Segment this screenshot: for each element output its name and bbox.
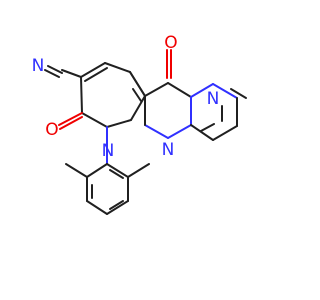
molecule-structure: N O O N N N [32, 33, 247, 215]
middle-ring-nitrogen-label: N [162, 140, 175, 160]
bridging-nitrogen-label: N [102, 141, 115, 161]
left-carbonyl-oxygen-label: O [45, 120, 58, 140]
top-carbonyl-oxygen-label: O [164, 33, 177, 53]
nitrile-nitrogen-label: N [32, 56, 45, 76]
right-ring-nitrogen-label: N [207, 89, 220, 109]
atom-labels: N O O N N N [32, 33, 220, 161]
bond-lines [44, 49, 247, 215]
molecule-canvas: N O O N N N [32, 33, 247, 215]
